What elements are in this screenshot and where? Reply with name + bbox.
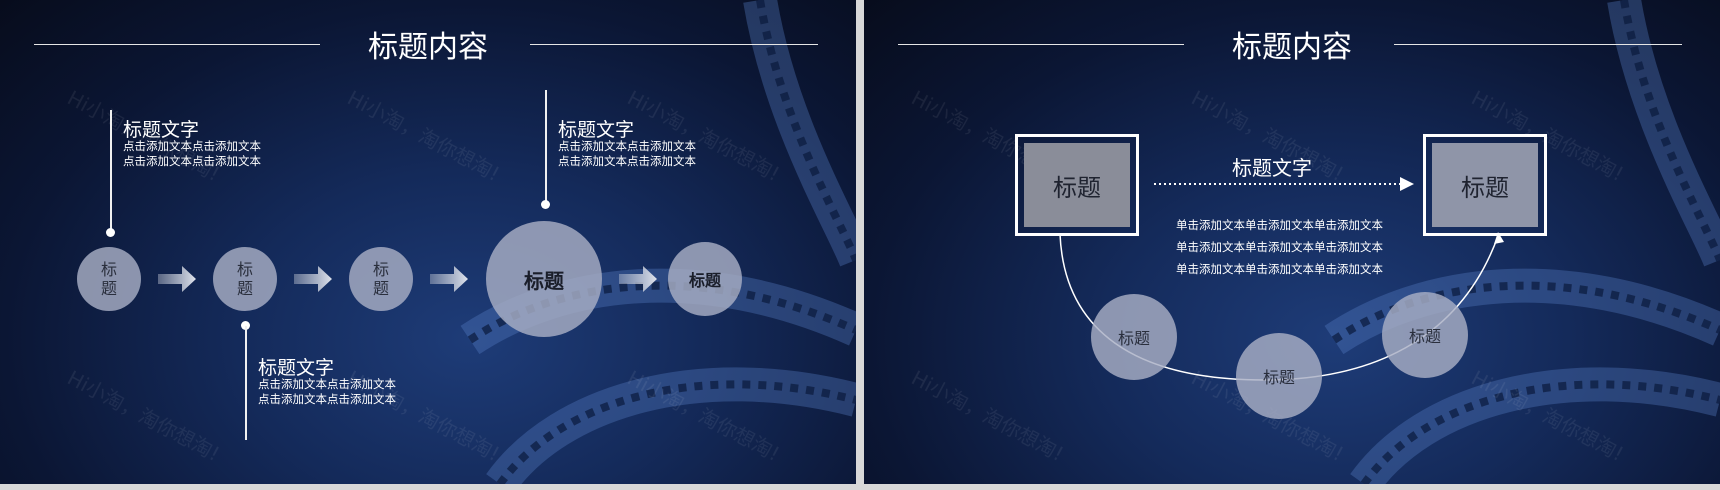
box-left[interactable]: 标题 bbox=[1015, 134, 1139, 236]
arrow-right-icon bbox=[430, 266, 468, 292]
title-divider-right bbox=[530, 44, 818, 45]
node-label: 标题 bbox=[524, 268, 564, 293]
node-label: 标题 bbox=[100, 260, 117, 298]
center-title: 标题文字 bbox=[1232, 156, 1312, 180]
process-node-medium[interactable]: 标题 bbox=[668, 242, 742, 316]
callout-dot bbox=[241, 321, 250, 330]
title-divider-left bbox=[34, 44, 320, 45]
description-line: 单击添加文本单击添加文本单击添加文本 bbox=[1176, 262, 1383, 276]
title-divider-right bbox=[1394, 44, 1682, 45]
arrow-right-icon bbox=[294, 266, 332, 292]
curve-node[interactable]: 标题 bbox=[1091, 294, 1177, 380]
box-right[interactable]: 标题 bbox=[1423, 134, 1547, 236]
callout-title: 标题文字 bbox=[123, 119, 200, 141]
callout-desc: 点击添加文本点击添加文本 bbox=[123, 154, 261, 168]
callout-desc: 点击添加文本点击添加文本 bbox=[258, 392, 396, 406]
description-line: 单击添加文本单击添加文本单击添加文本 bbox=[1176, 240, 1383, 254]
callout-line bbox=[545, 90, 547, 202]
slide-2[interactable]: Hi小淘，淘你想淘! Hi小淘，淘你想淘! Hi小淘，淘你想淘! Hi小淘，淘你… bbox=[864, 0, 1720, 484]
node-label: 标题 bbox=[688, 271, 721, 290]
process-node[interactable]: 标题 bbox=[213, 247, 277, 311]
callout-desc: 点击添加文本点击添加文本 bbox=[258, 377, 396, 391]
slide-title-row: 标题内容 bbox=[864, 16, 1720, 66]
process-node[interactable]: 标题 bbox=[349, 247, 413, 311]
node-label: 标题 bbox=[236, 260, 253, 298]
node-label: 标题 bbox=[1117, 329, 1150, 348]
node-label: 标题 bbox=[372, 260, 389, 298]
slide-title: 标题内容 bbox=[368, 30, 488, 65]
callout-title: 标题文字 bbox=[558, 119, 635, 141]
process-node[interactable]: 标题 bbox=[77, 247, 141, 311]
callout-dot bbox=[106, 228, 115, 237]
callout-desc: 点击添加文本点击添加文本 bbox=[123, 139, 261, 153]
callout-line bbox=[110, 110, 112, 232]
callout-desc: 点击添加文本点击添加文本 bbox=[558, 139, 696, 153]
callout-line bbox=[245, 326, 247, 440]
arrow-right-icon bbox=[619, 266, 657, 292]
callout-desc: 点击添加文本点击添加文本 bbox=[558, 154, 696, 168]
box-left-label: 标题 bbox=[1024, 143, 1130, 227]
box-right-label: 标题 bbox=[1432, 143, 1538, 227]
slide-title: 标题内容 bbox=[1232, 30, 1352, 65]
node-label: 标题 bbox=[1262, 368, 1295, 387]
callout-dot bbox=[541, 200, 550, 209]
process-node-large[interactable]: 标题 bbox=[486, 221, 602, 337]
description-line: 单击添加文本单击添加文本单击添加文本 bbox=[1176, 218, 1383, 232]
node-label: 标题 bbox=[1408, 327, 1441, 346]
description-block: 单击添加文本单击添加文本单击添加文本 单击添加文本单击添加文本单击添加文本 单击… bbox=[1176, 214, 1383, 280]
curve-node[interactable]: 标题 bbox=[1382, 292, 1468, 378]
curve-node[interactable]: 标题 bbox=[1236, 333, 1322, 419]
title-divider-left bbox=[898, 44, 1184, 45]
arrow-right-icon bbox=[158, 266, 196, 292]
slide-1[interactable]: Hi小淘，淘你想淘! Hi小淘，淘你想淘! Hi小淘，淘你想淘! Hi小淘，淘你… bbox=[0, 0, 856, 484]
callout-title: 标题文字 bbox=[258, 357, 335, 379]
slide-title-row: 标题内容 bbox=[0, 16, 856, 66]
